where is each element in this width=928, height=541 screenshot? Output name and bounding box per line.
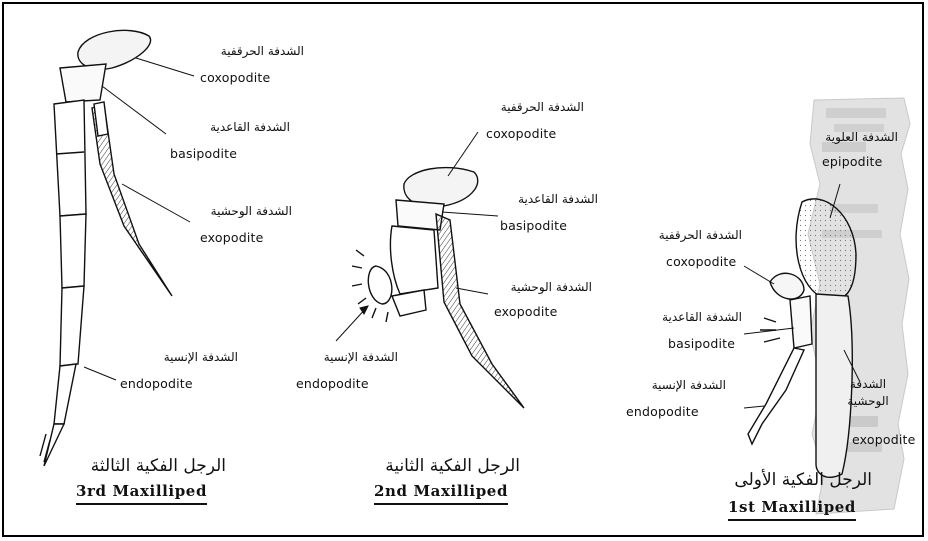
first-endopodite-ar: الشدفة الإنسية	[622, 378, 726, 392]
second-endopodite-ar: الشدفة الإنسية	[292, 350, 398, 364]
second-caption-en: 2nd Maxilliped	[374, 482, 508, 505]
first-epipodite-en: epipodite	[822, 154, 882, 169]
third-coxopodite-ar: الشدفة الحرقفية	[194, 44, 304, 58]
second-basipodite-en: basipodite	[500, 218, 567, 233]
second-caption-ar: الرجل الفكية الثانية	[372, 456, 520, 476]
first-maxilliped-drawing	[748, 199, 856, 477]
second-coxopodite-en: coxopodite	[486, 126, 556, 141]
first-coxopodite-en: coxopodite	[666, 254, 736, 269]
third-maxilliped-drawing	[40, 30, 172, 466]
third-exopodite-ar: الشدفة الوحشية	[188, 204, 292, 218]
third-coxopodite-en: coxopodite	[200, 70, 270, 85]
third-exopodite-en: exopodite	[200, 230, 264, 245]
first-caption-en: 1st Maxilliped	[728, 498, 856, 521]
third-basipodite-en: basipodite	[170, 146, 237, 161]
first-epipodite-ar: الشدفة العلوية	[794, 130, 898, 144]
third-caption-ar: الرجل الفكية الثالثة	[74, 456, 226, 476]
third-basipodite-ar: الشدفة القاعدية	[184, 120, 290, 134]
second-basipodite-ar: الشدفة القاعدية	[492, 192, 598, 206]
third-endopodite-en: endopodite	[120, 376, 193, 391]
second-exopodite-en: exopodite	[494, 304, 558, 319]
first-basipodite-ar: الشدفة القاعدية	[638, 310, 742, 324]
third-endopodite-ar: الشدفة الإنسية	[128, 350, 238, 364]
first-endopodite-en: endopodite	[626, 404, 699, 419]
first-coxopodite-ar: الشدفة الحرقفية	[638, 228, 742, 242]
first-basipodite-en: basipodite	[668, 336, 735, 351]
first-caption-ar: الرجل الفكية الأولى	[720, 470, 872, 490]
first-exopodite-ar: الشدفة الوحشية	[828, 376, 908, 410]
second-endopodite-en: endopodite	[296, 376, 369, 391]
second-coxopodite-ar: الشدفة الحرقفية	[478, 100, 584, 114]
second-exopodite-ar: الشدفة الوحشية	[488, 280, 592, 294]
first-exopodite-en: exopodite	[852, 432, 916, 447]
third-caption-en: 3rd Maxilliped	[76, 482, 207, 505]
